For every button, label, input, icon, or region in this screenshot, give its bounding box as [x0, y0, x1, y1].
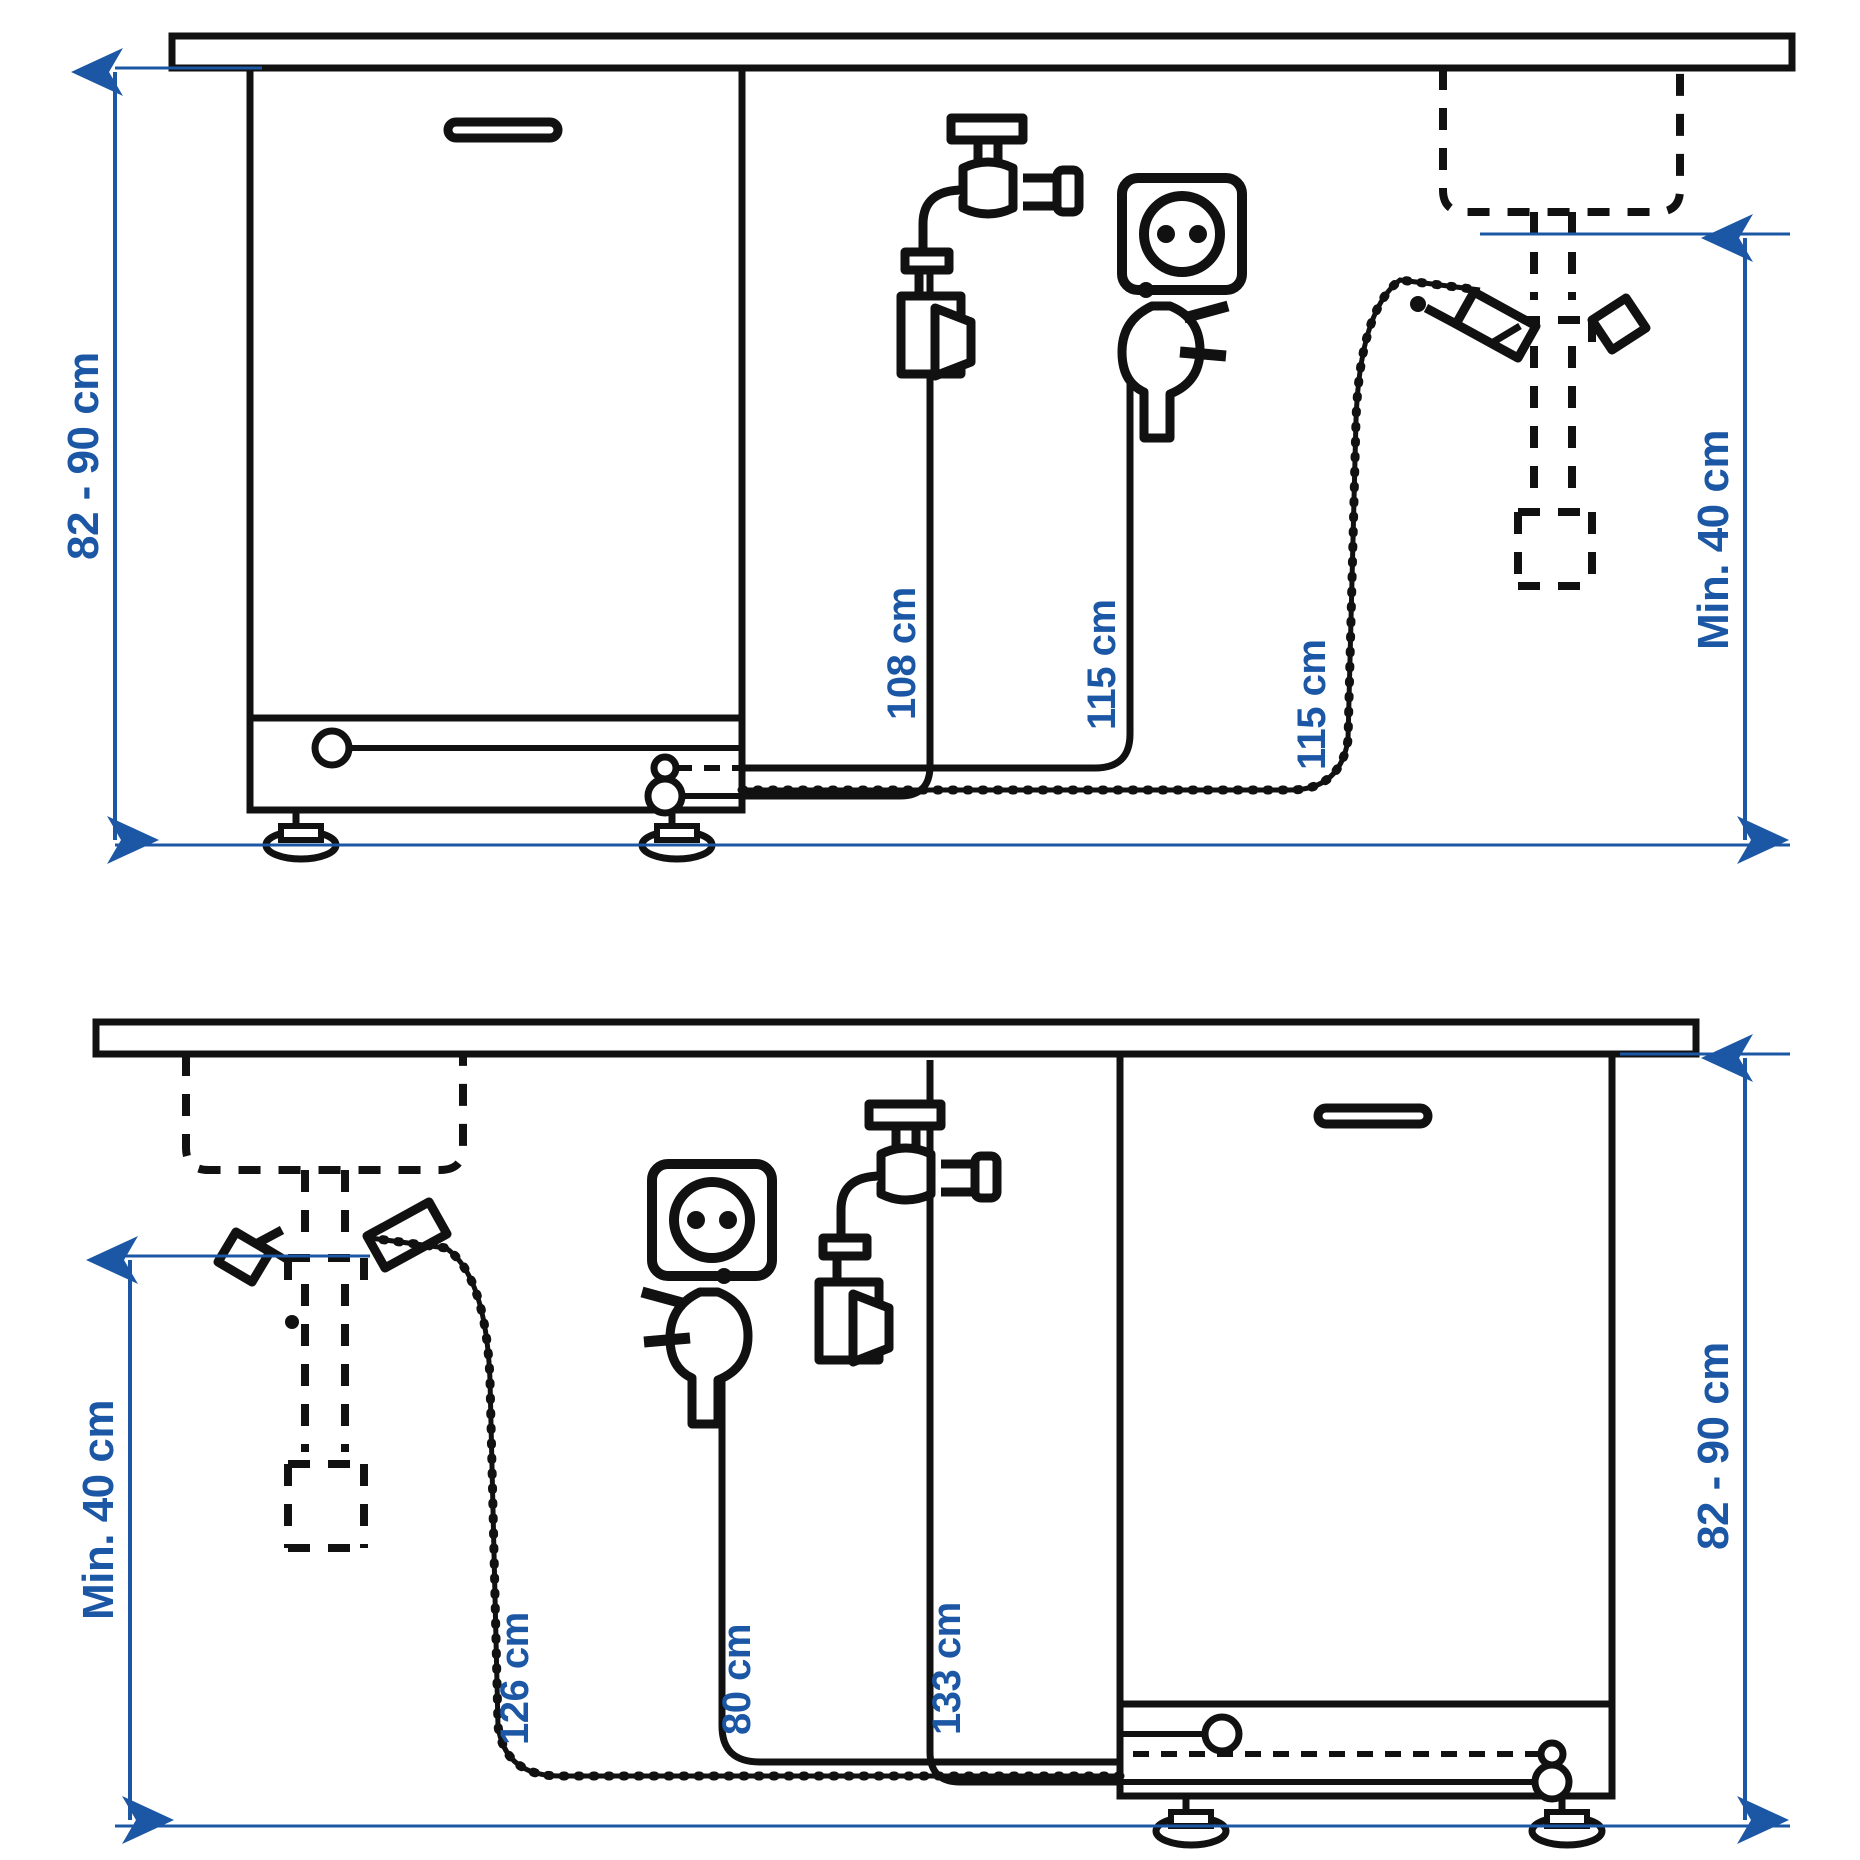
door-handle-icon	[1313, 1103, 1433, 1129]
power-port-top	[644, 775, 686, 817]
dimension-label: 133 cm	[925, 1602, 969, 1735]
drain-hose-top	[737, 275, 1485, 795]
power-socket-icon	[1117, 173, 1247, 295]
dimension-top-drain-hose: 115 cm	[1290, 640, 1334, 770]
dimension-label: 82 - 90 cm	[1689, 1342, 1738, 1550]
dimension-label: Min. 40 cm	[1689, 430, 1738, 650]
dimension-top-height: 82 - 90 cm	[59, 48, 262, 864]
worktop-top	[168, 32, 1796, 72]
adjustable-foot-icon	[1528, 1796, 1606, 1849]
sink-outline-icon	[182, 1054, 467, 1552]
inlet-port-bottom	[1201, 1713, 1243, 1755]
routing-lines-top	[349, 745, 742, 799]
dimension-label: 115 cm	[1290, 640, 1334, 770]
panel-top: 82 - 90 cm 108 cm 115 cm 115 cm Min. 40 …	[59, 32, 1796, 864]
water-tap-icon	[814, 1099, 1002, 1367]
dishwasher-top	[246, 64, 746, 863]
dimension-top-sink-clearance: Min. 40 cm	[1480, 214, 1790, 864]
power-cord-bottom	[718, 1320, 1120, 1766]
door-handle-icon	[443, 117, 563, 143]
dimension-bottom-height: 82 - 90 cm	[1620, 1034, 1790, 1844]
dimension-label: 82 - 90 cm	[59, 352, 108, 560]
drain-trap-icon	[1410, 287, 1651, 363]
dimension-bottom-drain-hose: 126 cm	[493, 1612, 537, 1745]
drain-hose-bottom	[365, 1233, 1125, 1781]
dimension-label: 108 cm	[880, 587, 924, 720]
dimension-label: 115 cm	[1080, 600, 1124, 730]
dimension-top-water-inlet: 108 cm	[880, 587, 924, 720]
dimension-label: Min. 40 cm	[74, 1400, 123, 1620]
power-plug-icon	[1117, 282, 1230, 443]
routing-lines-bottom	[1120, 1731, 1541, 1785]
dimension-label: 80 cm	[715, 1624, 759, 1735]
dimension-top-power-cord: 115 cm	[1080, 600, 1124, 730]
dimension-bottom-power-cord: 80 cm	[715, 1624, 759, 1735]
panel-bottom: Min. 40 cm 126 cm 80 cm 133 cm 82 - 90 c…	[74, 1018, 1790, 1849]
power-port-bottom	[1531, 1761, 1573, 1803]
dimension-bottom-sink-clearance: Min. 40 cm	[74, 1236, 370, 1844]
dishwasher-bottom	[1116, 1050, 1616, 1849]
power-plug-icon	[640, 1268, 753, 1429]
dimension-label: 126 cm	[493, 1612, 537, 1745]
power-socket-icon	[647, 1159, 777, 1281]
dimension-bottom-water-inlet: 133 cm	[925, 1602, 969, 1735]
water-tap-icon	[896, 113, 1084, 381]
worktop-bottom	[92, 1018, 1700, 1058]
power-cord-top	[742, 330, 1134, 772]
drain-trap-nut-icon	[285, 1315, 299, 1329]
inlet-port-top	[311, 727, 353, 769]
